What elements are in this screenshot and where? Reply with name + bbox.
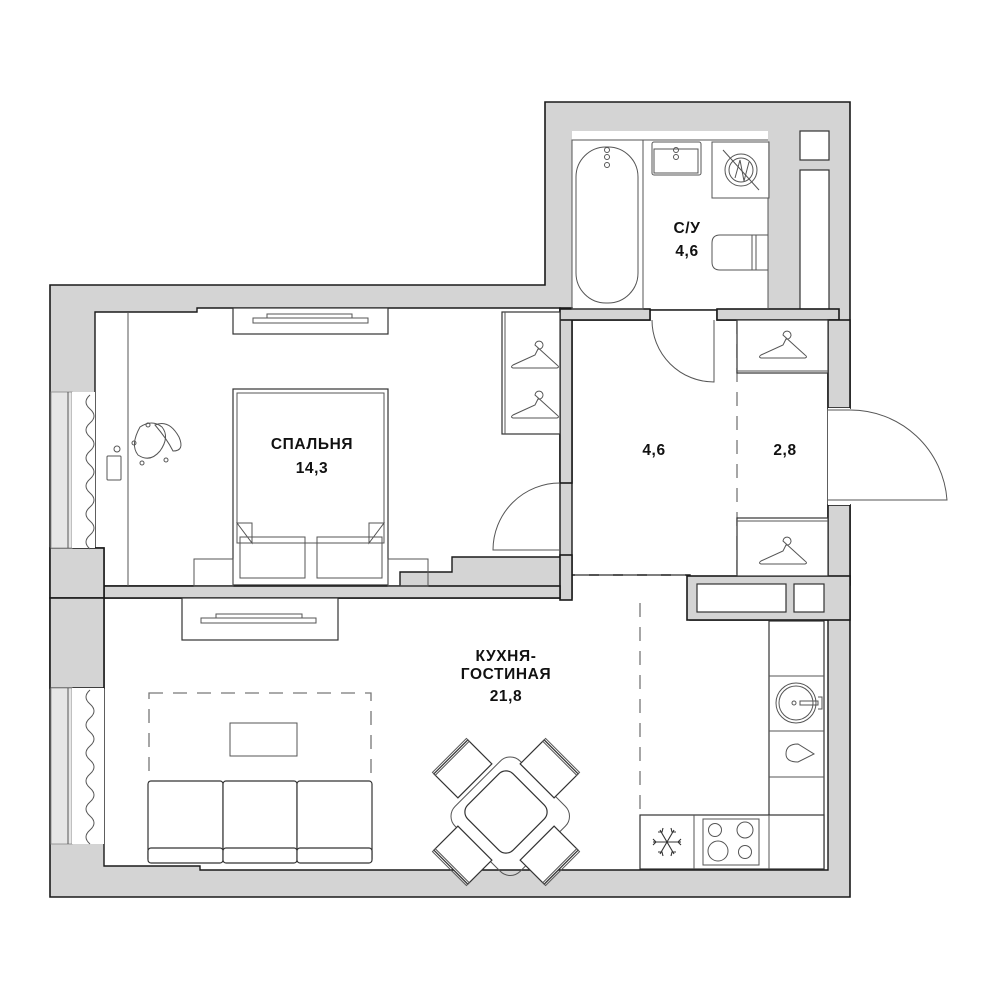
chair-icon — [131, 422, 182, 466]
shaft-tall — [799, 169, 830, 311]
wall-pier — [49, 547, 105, 599]
hall-wardrobe-bottom — [736, 517, 829, 577]
hanger-icon — [511, 340, 559, 369]
partition-bath-hall-right — [716, 308, 840, 321]
bedroom-wardrobe — [501, 311, 561, 435]
fridge-snowflake-icon — [652, 827, 682, 857]
hallway-area: 4,6 — [642, 442, 665, 459]
toilet — [711, 234, 768, 271]
desk-item — [106, 455, 122, 481]
dishwasher-icon — [785, 743, 816, 763]
pillow-right — [316, 536, 383, 579]
vent-2 — [793, 583, 825, 613]
kitchen-living-area: 21,8 — [490, 688, 523, 705]
window-bedroom — [50, 391, 73, 549]
partition-bedroom-living — [103, 585, 561, 599]
sink-icon — [775, 682, 823, 724]
bedroom-tv-unit — [232, 307, 389, 335]
sofa — [147, 780, 373, 864]
door-bathroom[interactable] — [651, 319, 715, 383]
hanger-icon — [511, 390, 559, 419]
nightstand-left — [193, 558, 234, 587]
bedroom-name: СПАЛЬНЯ — [271, 436, 353, 453]
kitchen-living-name-2: ГОСТИНАЯ — [461, 666, 551, 683]
shaft-small — [799, 130, 830, 161]
washing-machine — [711, 141, 770, 199]
partition-bedroom-hall — [559, 307, 573, 484]
coffee-table — [229, 722, 298, 757]
partition-right-lower — [827, 504, 851, 586]
partition-bedroom-hall-lower — [559, 554, 573, 601]
dining-table — [431, 737, 581, 887]
partition-bath-hall-left — [559, 308, 651, 321]
hanger-icon — [759, 536, 807, 565]
hall-wardrobe-top — [736, 319, 829, 374]
pillow-left — [239, 536, 306, 579]
bed — [232, 388, 389, 586]
curtain-bedroom — [85, 394, 95, 550]
door-bedroom[interactable] — [492, 482, 561, 551]
nightstand-right — [387, 558, 429, 587]
window-living — [50, 687, 73, 845]
vent-1 — [696, 583, 787, 613]
door-entrance[interactable] — [828, 409, 948, 501]
cooktop — [702, 818, 760, 866]
living-tv-unit — [181, 597, 339, 641]
curtain-living — [85, 689, 95, 845]
bathroom-floor — [572, 131, 768, 309]
bathroom-area: 4,6 — [675, 243, 698, 260]
entrance-area: 2,8 — [773, 442, 796, 459]
hanger-icon — [759, 330, 807, 359]
washbasin — [651, 141, 702, 176]
partition-right-upper — [827, 319, 851, 409]
bedroom-area: 14,3 — [296, 460, 329, 477]
bathtub-outer — [571, 139, 644, 310]
wall-pier-lower — [49, 597, 105, 689]
bathroom-name: С/У — [674, 220, 701, 237]
kitchen-living-name-1: КУХНЯ- — [476, 648, 537, 665]
